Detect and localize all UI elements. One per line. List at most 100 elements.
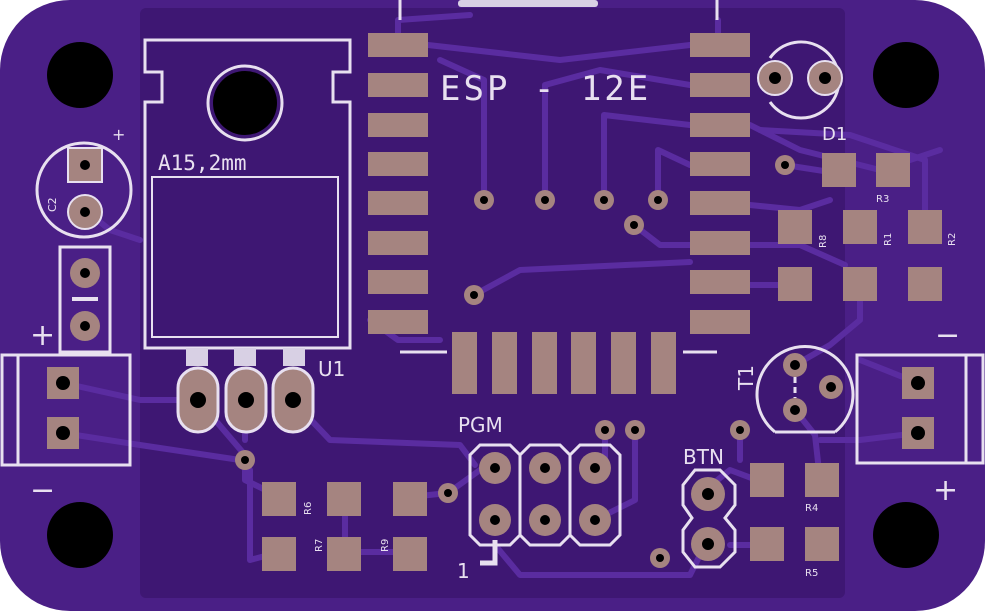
regulator-pins <box>176 366 315 434</box>
vias <box>235 155 795 568</box>
resistor-label-r7: R7 <box>314 539 325 552</box>
pin-one-label: 1 <box>457 559 470 583</box>
resistor-pad <box>805 527 839 561</box>
esp-pad <box>690 191 750 215</box>
resistor-pad <box>262 537 296 571</box>
resistor-label-r8: R8 <box>818 235 829 248</box>
esp-pad <box>368 231 428 255</box>
program-header-label: PGM <box>458 413 503 437</box>
resistor-pad <box>778 267 812 301</box>
esp-bottom-pads <box>452 332 676 394</box>
mounting-hole-bottom-right <box>873 502 939 568</box>
capacitor-c2: C2 + <box>35 125 133 239</box>
led-label: D1 <box>822 124 847 145</box>
capacitor-label: C2 <box>46 197 59 212</box>
terminal-right-plus: + <box>933 473 958 508</box>
regulator-pad-outline <box>151 176 339 338</box>
capacitor-outline <box>35 141 133 239</box>
esp-pad <box>690 33 750 57</box>
resistor-pad <box>908 267 942 301</box>
resistor-label-r1: R1 <box>883 233 894 246</box>
mounting-hole-bottom-left <box>47 502 113 568</box>
transistor-t1: T1 <box>734 345 855 434</box>
resistor-pad <box>843 267 877 301</box>
jumper-two-pin <box>58 245 112 354</box>
esp-pad <box>690 113 750 137</box>
resistor-pad <box>262 482 296 516</box>
resistor-pad <box>750 527 784 561</box>
mounting-holes <box>47 42 939 568</box>
resistor-label-r5: R5 <box>805 568 818 579</box>
jumper-outline <box>58 245 112 354</box>
esp-pad <box>368 310 428 334</box>
esp-pad <box>690 310 750 334</box>
terminal-left-plus: + <box>30 318 55 353</box>
pin-one-marker <box>480 540 498 566</box>
resistor-label-r2: R2 <box>947 233 958 246</box>
esp-pad <box>690 231 750 255</box>
terminal-right: − + <box>855 318 985 508</box>
esp-pad <box>452 332 477 394</box>
esp-pad <box>532 332 557 394</box>
terminal-left: + − <box>0 318 132 508</box>
capacitor-square-pad <box>67 147 103 183</box>
esp-module: ESP - 12E <box>368 0 750 394</box>
mounting-hole-top-left <box>47 42 113 108</box>
esp-pad <box>368 73 428 97</box>
resistor-pad <box>843 210 877 244</box>
mounting-hole-top-right <box>873 42 939 108</box>
terminal-right-minus: − <box>935 318 960 353</box>
resistor-label-r6: R6 <box>303 502 314 515</box>
transistor-label: T1 <box>734 365 758 391</box>
resistor-pad <box>750 463 784 497</box>
resistor-label-r4: R4 <box>805 503 818 514</box>
regulator-lead <box>186 348 208 366</box>
regulator-mount-hole <box>206 64 284 142</box>
terminal-right-outline <box>855 353 985 465</box>
esp-pad <box>368 152 428 176</box>
resistor-pad <box>393 482 427 516</box>
esp-pad <box>690 73 750 97</box>
resistor-pad <box>327 482 361 516</box>
capacitor-plus: + <box>112 125 125 144</box>
resistor-pad <box>327 537 361 571</box>
esp-module-label: ESP - 12E <box>440 69 651 109</box>
button-outline <box>681 468 737 569</box>
esp-left-pads <box>368 33 428 334</box>
esp-pad <box>368 270 428 294</box>
regulator-lead <box>283 348 305 366</box>
terminal-left-minus: − <box>30 473 55 508</box>
regulator-label: U1 <box>318 357 345 381</box>
resistors: R3 R8 R1 R2 R4 R5 R6 R7 R9 <box>262 153 958 579</box>
resistor-pad <box>778 210 812 244</box>
esp-pad <box>611 332 636 394</box>
esp-pad <box>368 113 428 137</box>
esp-pad <box>571 332 596 394</box>
esp-pad <box>690 270 750 294</box>
program-header: PGM 1 <box>457 413 622 583</box>
button-connector: BTN <box>681 445 737 569</box>
esp-right-pads <box>690 33 750 334</box>
transistor-outline <box>755 345 855 434</box>
terminal-left-outline <box>0 353 132 467</box>
esp-pad <box>368 33 428 57</box>
esp-pad <box>651 332 676 394</box>
esp-pad <box>492 332 517 394</box>
regulator-pad-label: A15,2mm <box>158 151 247 175</box>
resistor-pad <box>393 537 427 571</box>
esp-pad <box>690 152 750 176</box>
regulator-u1: A15,2mm U1 <box>143 38 352 434</box>
resistor-pad <box>908 210 942 244</box>
regulator-mount-hole-drill <box>213 71 277 135</box>
button-label: BTN <box>683 445 724 469</box>
led-d1: D1 <box>757 40 847 145</box>
resistor-label-r9: R9 <box>380 539 391 552</box>
resistor-pad <box>876 153 910 187</box>
resistor-pad <box>805 463 839 497</box>
esp-pad <box>368 191 428 215</box>
resistor-pad <box>822 153 856 187</box>
resistor-label-r3: R3 <box>876 194 889 205</box>
esp-antenna-marker <box>458 0 598 7</box>
regulator-outline <box>143 38 352 350</box>
